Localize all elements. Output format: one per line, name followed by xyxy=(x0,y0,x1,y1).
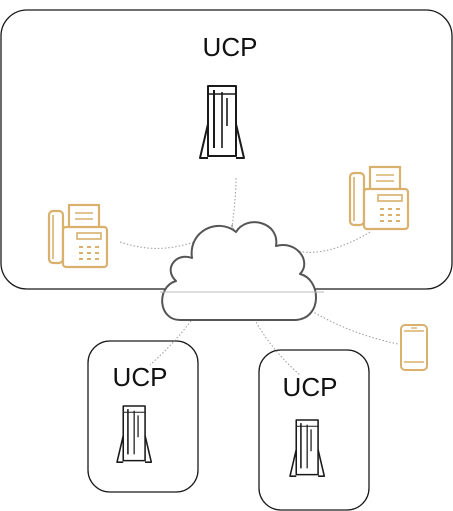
left-site-boundary xyxy=(87,340,199,493)
mobile-phone-icon xyxy=(400,324,428,371)
right-server-icon xyxy=(289,419,326,477)
right-ucp-label: UCP xyxy=(282,372,338,402)
left-ucp-label: UCP xyxy=(112,362,168,392)
fax-right-icon xyxy=(348,165,410,231)
main-ucp-label: UCP xyxy=(202,32,258,62)
cloud-icon xyxy=(161,221,317,321)
fax-left-icon xyxy=(47,203,109,269)
right-site-boundary xyxy=(258,349,370,511)
main-server-icon xyxy=(199,85,245,159)
left-server-icon xyxy=(116,405,153,463)
